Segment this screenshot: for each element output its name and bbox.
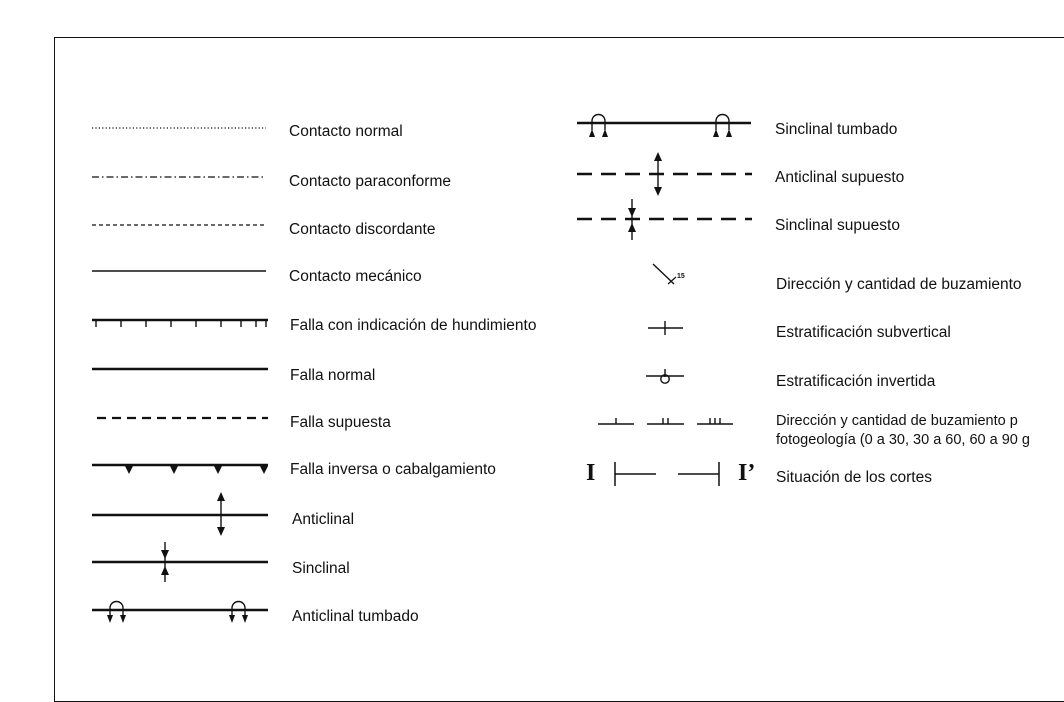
inferred-anticline-symbol — [577, 152, 752, 196]
legend-label-anticlinal: Anticlinal — [292, 511, 355, 528]
syncline-arrows-symbol — [92, 542, 268, 582]
legend-label-falla-supuesta: Falla supuesta — [290, 414, 391, 431]
overturned-syncline-symbol — [577, 113, 751, 137]
inferred-syncline-symbol — [577, 199, 752, 240]
legend-label-estratificacion-invertida: Estratificación invertida — [776, 373, 936, 390]
thrust-fault-triangles-symbol — [92, 463, 268, 474]
legend-label-falla-inversa: Falla inversa o cabalgamiento — [290, 461, 496, 478]
dip-value: 15 — [677, 273, 685, 280]
legend-label-sinclinal: Sinclinal — [292, 560, 350, 577]
overturned-anticline-symbol — [92, 600, 268, 623]
legend-label-fotogeologia-line1: Dirección y cantidad de buzamiento p — [776, 413, 1018, 429]
legend-label-sinclinal-tumbado: Sinclinal tumbado — [775, 121, 898, 138]
legend-label-direccion-buzamiento: Dirección y cantidad de buzamiento — [776, 276, 1022, 293]
overturned-bedding-symbol — [646, 369, 684, 384]
section-start-mark: I — [586, 460, 595, 486]
legend-label-falla-hundimiento: Falla con indicación de hundimiento — [290, 317, 537, 334]
section-end-mark: I’ — [738, 460, 755, 486]
legend-label-falla-normal: Falla normal — [290, 367, 376, 384]
legend-label-contacto-normal: Contacto normal — [289, 123, 403, 140]
legend-label-sinclinal-supuesto: Sinclinal supuesto — [775, 217, 900, 234]
legend-label-contacto-discordante: Contacto discordante — [289, 221, 436, 238]
anticline-arrows-symbol — [92, 492, 268, 536]
legend-label-contacto-mecanico: Contacto mecánico — [289, 268, 422, 285]
legend-label-contacto-paraconforme: Contacto paraconforme — [289, 173, 451, 190]
legend-label-situacion-cortes: Situación de los cortes — [776, 469, 932, 486]
legend-label-fotogeologia-line2: fotogeología (0 a 30, 30 a 60, 60 a 90 g — [776, 432, 1030, 448]
cross-section-line-symbol: I I’ — [586, 460, 755, 486]
legend-label-anticlinal-tumbado: Anticlinal tumbado — [292, 608, 419, 625]
legend-label-anticlinal-supuesto: Anticlinal supuesto — [775, 169, 905, 186]
dip-strike-symbol: 15 — [652, 263, 685, 285]
photogeology-dip-symbol — [598, 418, 733, 425]
legend-label-estratificacion-subvertical: Estratificación subvertical — [776, 324, 951, 341]
subvertical-bedding-symbol — [648, 321, 683, 335]
fault-with-ticks-symbol — [92, 318, 268, 327]
